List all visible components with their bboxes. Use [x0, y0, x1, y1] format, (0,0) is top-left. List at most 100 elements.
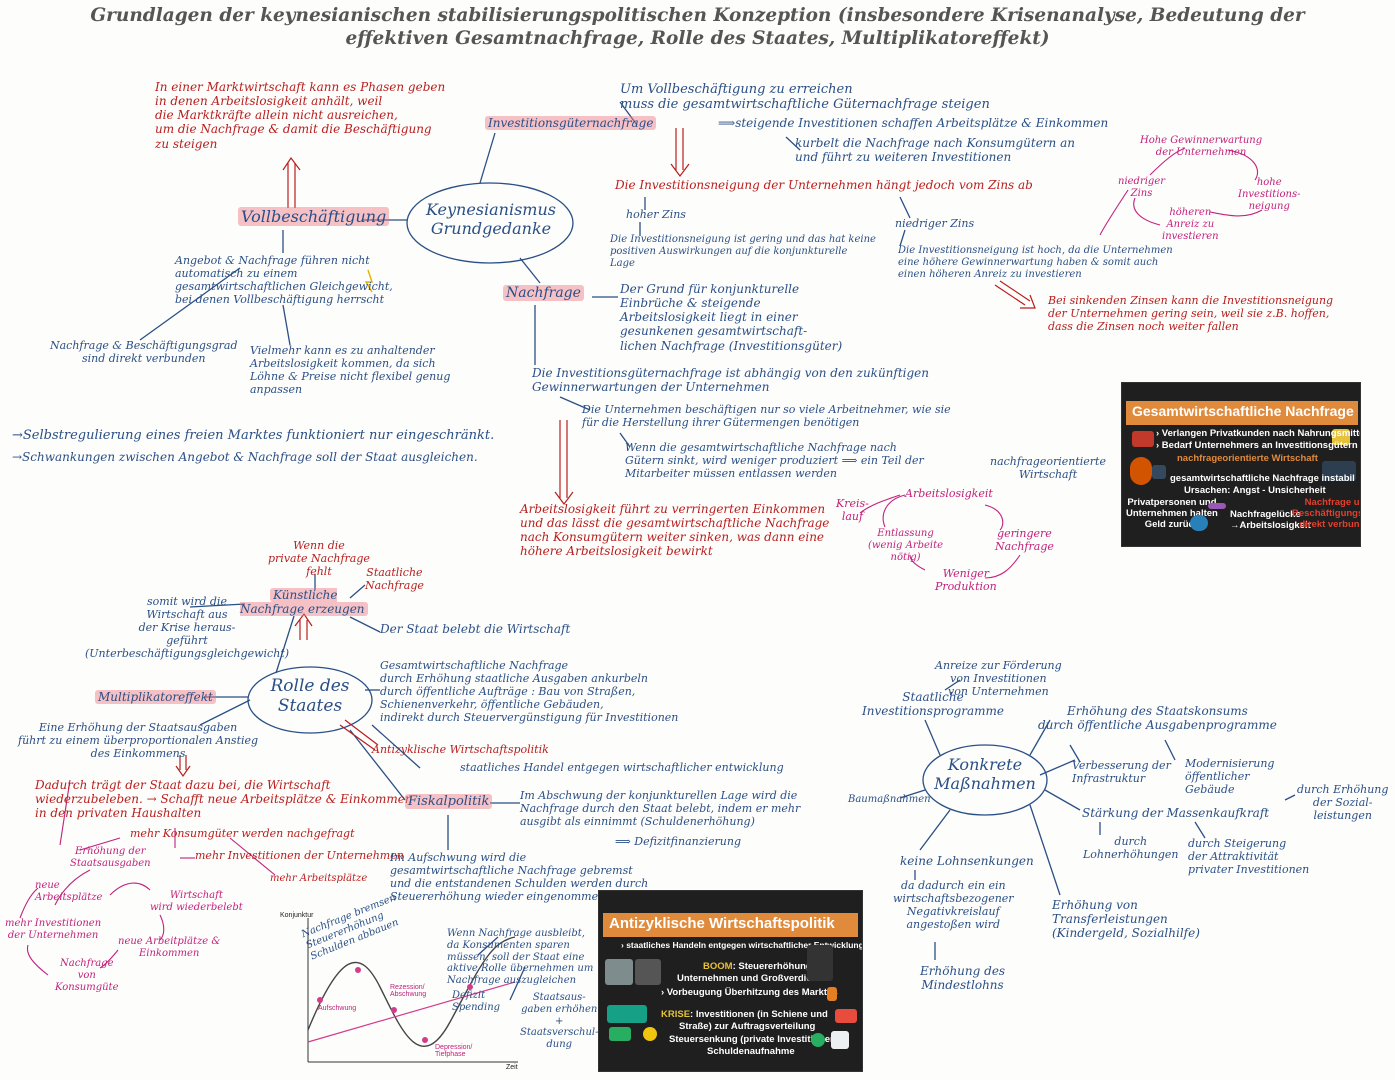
cycle2-nachfrage: geringere Nachfrage	[995, 527, 1054, 553]
mehr-konsum-text: mehr Konsumgüter werden nachgefragt	[130, 827, 355, 840]
slide2-person-icon	[807, 945, 833, 981]
slide1-euro-icon	[1190, 515, 1208, 531]
kuenstliche-text: Künstliche Nachfrage erzeugen	[240, 588, 368, 617]
slide1-line6: Privatpersonen und Unternehmen halten Ge…	[1126, 497, 1218, 530]
niedriger-zins-text: niedriger Zins	[895, 217, 975, 230]
cycle2-arbeitslosigkeit: Arbeitslosigkeit	[905, 487, 993, 500]
angebot-text: Angebot & Nachfrage führen nicht automat…	[175, 254, 393, 306]
cycle1-anreiz: höheren Anreiz zu investieren	[1162, 207, 1219, 242]
hoher-zins-text: hoher Zins	[626, 208, 686, 221]
slide2-krise: KRISE	[661, 1009, 691, 1020]
erhoehung-text: Eine Erhöhung der Staatsausgaben führt z…	[18, 721, 259, 760]
slide1-person-icon	[1130, 457, 1152, 485]
slide1-arrow-icon	[1208, 503, 1226, 509]
somit-text: somit wird die Wirtschaft aus der Krise …	[85, 595, 290, 660]
kreislauf-text: Kreis- lauf	[836, 497, 869, 523]
invest-goal-text: Um Vollbeschäftigung zu erreichen muss d…	[620, 82, 990, 113]
cycle3-staatsausgaben: Erhöhung der Staatsausgaben	[70, 846, 151, 869]
vollbeschaeftigung-text: Vollbeschäftigung	[238, 207, 390, 226]
nachfrageorientiert-text: nachfrageorientierte Wirtschaft	[990, 455, 1106, 481]
slide1-line2: › Bedarf Unternehmers an Investitionsgüt…	[1156, 440, 1358, 451]
abhaengig-text: Die Investitionsgüternachfrage ist abhän…	[532, 366, 930, 395]
defizit-text: ⟹ Defizitfinanzierung	[615, 835, 742, 848]
vielmehr-text: Vielmehr kann es zu anhaltender Arbeitsl…	[250, 344, 451, 396]
cycle3-nachfrage: Nachfrage von Konsumgüte	[55, 958, 119, 993]
slide2-dollar-icon	[811, 1033, 825, 1047]
slide2-money-icon	[609, 1027, 631, 1041]
abschwung-text: Im Abschwung der konjunkturellen Lage wi…	[520, 789, 801, 828]
selbstregulierung-text: →Selbstregulierung eines freien Marktes …	[12, 428, 495, 443]
wenn-nachfrage-text: Wenn Nachfrage ausbleibt, da Konsumenten…	[447, 928, 594, 987]
gesamt-text: Gesamtwirtschaftliche Nachfrage durch Er…	[380, 659, 679, 724]
zins-text: Die Investitionsneigung der Unternehmen …	[615, 178, 1033, 192]
point-abschwung	[391, 1007, 397, 1013]
slide2-boom: BOOM	[703, 961, 733, 972]
chart-xlabel: Zeit	[506, 1064, 518, 1071]
chart-ylabel: Konjunktur	[280, 912, 314, 919]
slide2-line6: Straße) zur Auftragsverteilung	[679, 1021, 816, 1032]
slide1-city-icon	[1322, 461, 1356, 481]
slide2-line4: › Vorbeugung Überhitzung des Marktes	[661, 987, 838, 998]
mindestlohn-text: Erhöhung des Mindestlohns	[920, 964, 1006, 993]
slide1-line8: Nachfrage und Beschäftigungsgrad direkt …	[1292, 497, 1360, 530]
slide2-line1: › staatliches Handeln entgegen wirtschaf…	[621, 940, 863, 950]
slide2-smiley-icon	[643, 1027, 657, 1041]
slide1-line5: Ursachen: Angst - Unsicherheit	[1184, 485, 1326, 496]
slide1-line1: › Verlangen Privatkunden nach Nahrungsmi…	[1156, 428, 1361, 439]
slide1-line3: nachfrageorientierte Wirtschaft	[1177, 453, 1318, 464]
slide2-chart-icon	[635, 959, 661, 985]
cycle2-entlassung: Entlassung (wenig Arbeite nötig)	[868, 528, 944, 563]
keynesianismus-node: Keynesianismus Grundgedanke	[426, 200, 556, 238]
multiplikator-text: Multiplikatoreffekt	[95, 690, 216, 704]
chart-depression: Depression/ Tiefphase	[435, 1044, 473, 1058]
wenn-private-text: Wenn die private Nachfrage fehlt	[268, 539, 370, 578]
multiplikator-label: Multiplikatoreffekt	[95, 690, 216, 704]
cycle3-einkommen: neue Arbeitplätze & Einkommen	[118, 936, 221, 959]
cycle3-arbeitsplaetze: neue Arbeitsplätze	[35, 880, 103, 903]
staatliche-investitionsprogramme-text: Staatliche Investitionsprogramme	[862, 690, 1005, 719]
intro-text: In einer Marktwirtschaft kann es Phasen …	[155, 80, 446, 151]
sinkend-text: Bei sinkenden Zinsen kann die Investitio…	[1048, 294, 1334, 333]
wenn-sinkt-text: Wenn die gesamtwirtschaftliche Nachfrage…	[625, 441, 924, 480]
nachfrage-text: Nachfrage	[503, 285, 584, 301]
hoch-text: Die Investitionsneigung ist hoch, da die…	[898, 245, 1173, 280]
investitionsgueter-text: Investitionsgüternachfrage	[485, 116, 657, 130]
cycle3-wirtschaft: Wirtschaft wird wiederbelebt	[150, 890, 243, 913]
schwankungen-text: →Schwankungen zwischen Angebot & Nachfra…	[12, 450, 478, 464]
point-aufschwung	[317, 997, 323, 1003]
modernisierung-text: Modernisierung öffentlicher Gebäude	[1185, 757, 1275, 796]
mehr-arbeit-text: mehr Arbeitsplätze	[270, 873, 368, 884]
slide2-truck-icon	[835, 1009, 857, 1023]
anreize-text: Anreize zur Förderung von Investitionen …	[935, 659, 1062, 698]
slide1-chart-icon	[1152, 465, 1166, 479]
slide2-boom-row: BOOM: Steuererhöhung für	[703, 961, 827, 972]
slide-gesamtwirtschaftliche-nachfrage: Gesamtwirtschaftliche Nachfrage › Verlan…	[1121, 382, 1361, 547]
slide1-line7: Nachfragelücke →Arbeitslosigkeit	[1230, 509, 1311, 531]
kuenstliche-label: Künstliche Nachfrage erzeugen	[240, 588, 368, 617]
slide2-krise-row: KRISE: Investitionen (in Schiene und	[661, 1009, 828, 1020]
arbeitslosigkeit-text: Arbeitslosigkeit führt zu verringerten E…	[520, 502, 830, 559]
erhoehung-konsum-text: Erhöhung des Staatskonsums durch öffentl…	[1038, 704, 1277, 733]
grund-text: Der Grund für konjunkturelle Einbrüche &…	[620, 282, 843, 353]
slide-antizyklische-wirtschaftspolitik: Antizyklische Wirtschaftspolitik › staat…	[598, 890, 863, 1072]
slide2-line7: Steuersenkung (private Investitionen)	[669, 1034, 839, 1045]
lohn-text: durch Lohnerhöhungen	[1083, 835, 1179, 861]
cycle3-investitionen: mehr Investitionen der Unternehmen	[5, 918, 102, 941]
baumassnahmen-text: Baumaßnahmen	[848, 794, 931, 805]
page-title: Grundlagen der keynesianischen stabilisi…	[90, 5, 1305, 50]
gering-text: Die Investitionsneigung ist gering und d…	[610, 234, 876, 269]
beschaeftigen-text: Die Unternehmen beschäftigen nur so viel…	[582, 403, 951, 429]
point-tiefphase	[422, 1037, 428, 1043]
steigerung-text: durch Steigerung der Attraktivität priva…	[1188, 837, 1310, 876]
chart-rezession: Rezession/ Abschwung	[390, 984, 427, 998]
beschaeftigung-text: Nachfrage & Beschäftigungsgrad sind dire…	[50, 339, 238, 365]
konjunktur-chart	[307, 918, 518, 1063]
staatliches-text: staatliches Handel entgegen wirtschaftli…	[460, 761, 784, 774]
slide1-title: Gesamtwirtschaftliche Nachfrage	[1126, 401, 1358, 425]
konkrete-massnahmen-node: Konkrete Maßnahmen	[934, 755, 1036, 793]
slide1-line4: gesamtwirtschaftliche Nachfrage instabil	[1170, 473, 1355, 484]
slide2-people-icon	[607, 1005, 647, 1023]
slide2-bank-icon	[831, 1031, 849, 1049]
